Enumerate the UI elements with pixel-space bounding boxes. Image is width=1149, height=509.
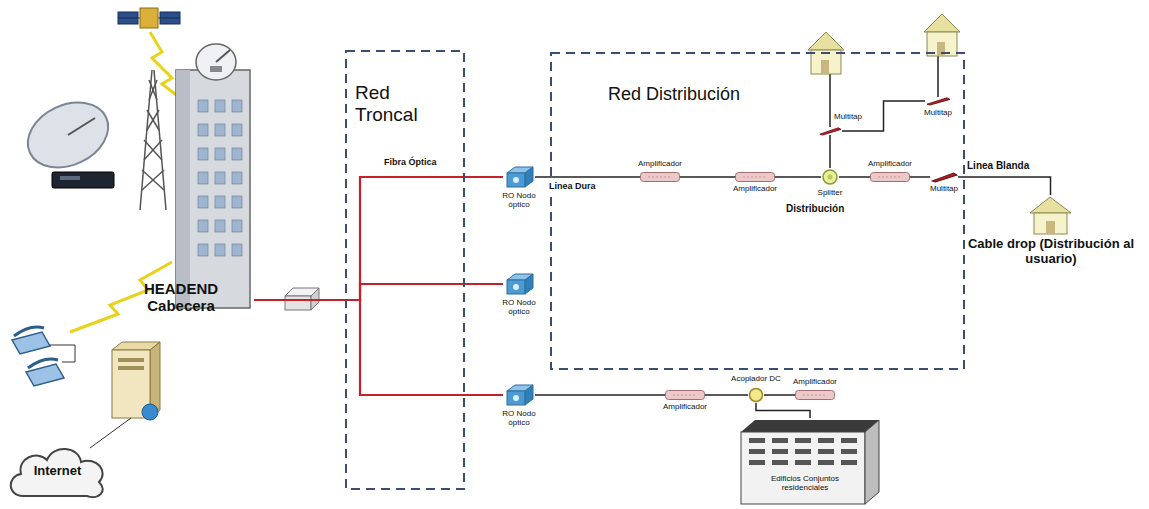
coupler-shape xyxy=(748,387,764,403)
node-label: Amplificador xyxy=(858,159,922,168)
internet-cloud: Internet xyxy=(5,440,110,502)
coax-cable xyxy=(839,176,870,178)
splitter-shape xyxy=(821,168,839,186)
network-region: Red Troncal xyxy=(345,50,465,490)
fiber-link xyxy=(254,284,503,300)
coax-cable xyxy=(705,394,748,396)
amplifier: Amplificador xyxy=(640,172,680,182)
coax-cable xyxy=(910,176,930,178)
optical-node: RO Nodo óptico xyxy=(503,165,535,189)
node-label: Amplificador xyxy=(653,402,717,411)
house xyxy=(924,14,960,97)
node-label: RO Nodo óptico xyxy=(494,298,544,316)
subscriber-house: Cable drop (Distribución al usuario) xyxy=(1028,195,1073,235)
node-label: Multitap xyxy=(918,108,958,117)
headend-building: HEADEND Cabecera xyxy=(172,40,254,308)
tower-shape xyxy=(735,418,885,506)
tap-shape xyxy=(925,97,951,105)
house-shape xyxy=(1028,195,1073,235)
optical-node: RO Nodo óptico xyxy=(503,272,535,296)
tap-shape xyxy=(818,127,842,135)
residential-building: Edificios Conjuntos residenciales xyxy=(735,418,885,506)
annotation-label: Fibra Óptica xyxy=(384,157,437,167)
coax-cable xyxy=(764,394,795,396)
network-region: Red DistribuciónAmplificadorAmplificador… xyxy=(550,52,965,370)
node-label: Cable drop (Distribución al usuario) xyxy=(964,237,1138,267)
amplifier: Amplificador xyxy=(870,172,910,182)
annotation-label: Distribución xyxy=(786,203,844,214)
node-label: Edificios Conjuntos residenciales xyxy=(753,474,857,492)
tap-shape xyxy=(930,172,958,182)
ro-shape xyxy=(503,383,535,407)
amplifier: Amplificador xyxy=(665,390,705,400)
node-label: Amplificador xyxy=(723,184,787,193)
node-label: Amplificador xyxy=(628,159,692,168)
coax-cable xyxy=(535,394,665,396)
server xyxy=(90,342,160,448)
amp-shape xyxy=(735,172,775,182)
cable-label: Linea Dura xyxy=(548,181,597,191)
ro-shape xyxy=(503,165,535,189)
telephone xyxy=(12,327,75,386)
coax-cable xyxy=(829,135,831,168)
amplifier: Amplificador xyxy=(735,172,775,182)
coax-cable xyxy=(535,176,640,178)
splitter: Splitter xyxy=(821,168,839,186)
multitap: Multitap xyxy=(930,172,958,182)
node-label: Amplificador xyxy=(783,377,847,386)
coax-cable xyxy=(958,177,1051,195)
node-label: HEADEND Cabecera xyxy=(132,280,230,315)
fiber-link xyxy=(254,300,503,395)
node-label: RO Nodo óptico xyxy=(494,191,544,209)
node-label: RO Nodo óptico xyxy=(494,409,544,427)
ro-shape xyxy=(503,272,535,296)
node-label: Internet xyxy=(5,464,110,479)
cable-label: Linea Blanda xyxy=(966,160,1030,171)
node-label: Splitter xyxy=(813,188,847,197)
amp-shape xyxy=(665,390,705,400)
coax-cable xyxy=(756,403,810,418)
amplifier: Amplificador xyxy=(795,390,835,400)
antenna-tower xyxy=(140,70,166,210)
multitap: Multitap xyxy=(925,97,951,105)
satellite-dish xyxy=(17,90,118,188)
directional-coupler: Acoplador DC xyxy=(748,387,764,403)
coax-cable xyxy=(680,176,735,178)
satellite xyxy=(118,8,180,28)
region-title: Red Troncal xyxy=(355,82,455,126)
fiber-link xyxy=(254,177,503,300)
node-label: Multitap xyxy=(924,184,964,193)
region-title: Red Distribución xyxy=(608,84,788,105)
building-shape xyxy=(172,40,254,308)
amp-shape xyxy=(870,172,910,182)
optical-node: RO Nodo óptico xyxy=(503,383,535,407)
node-label: Acoplador DC xyxy=(726,374,786,383)
coax-cable xyxy=(775,176,821,178)
multitap: Multitap xyxy=(818,127,842,135)
node-label: Multitap xyxy=(828,112,868,121)
amp-shape xyxy=(795,390,835,400)
amp-shape xyxy=(640,172,680,182)
